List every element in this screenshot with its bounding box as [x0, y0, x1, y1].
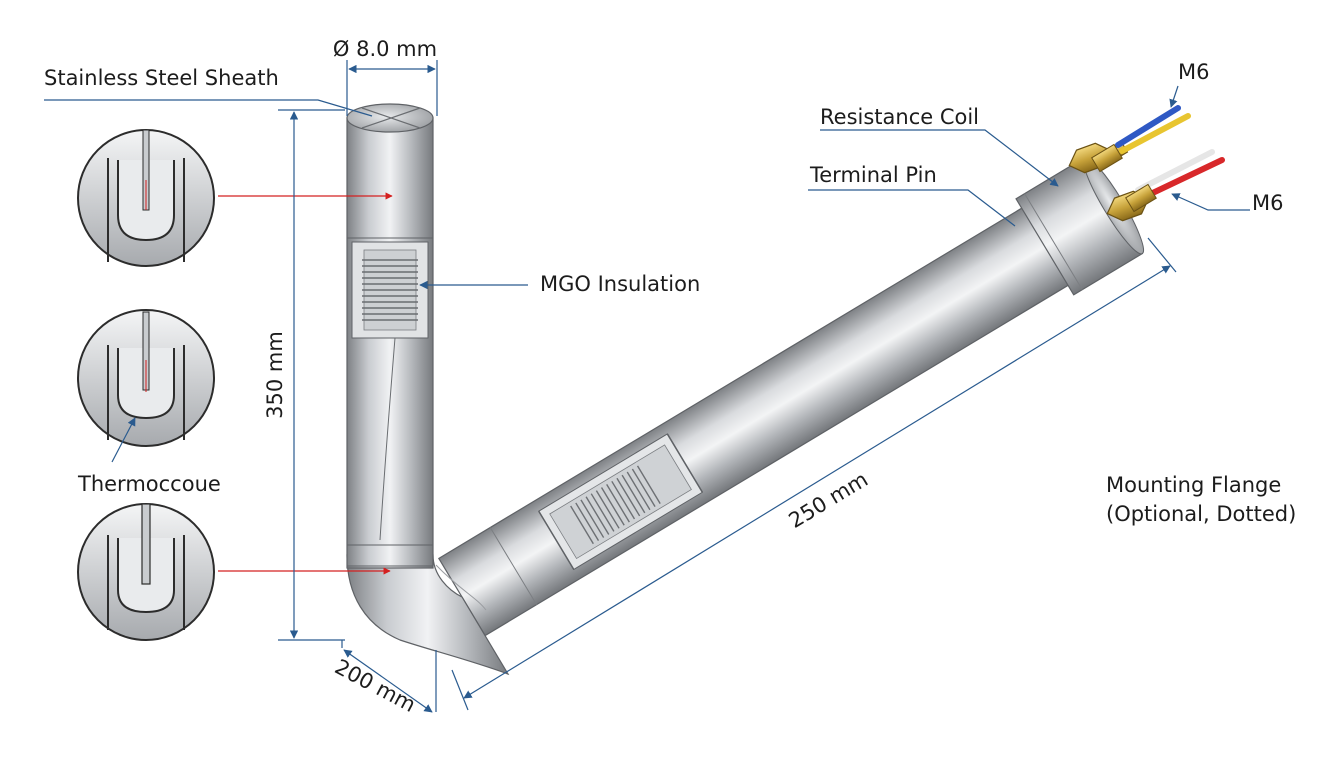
vertical-tube [346, 103, 434, 569]
dim-diagonal-label: 250 mm [785, 467, 873, 533]
labels: Ø 8.0 mm Stainless Steel Sheath MGO Insu… [44, 37, 1296, 717]
dim-vertical-label: 350 mm [263, 331, 287, 419]
lower-fitting [1106, 149, 1225, 222]
resistance-coil-label: Resistance Coil [820, 105, 979, 129]
detail-view-1 [77, 129, 215, 267]
flange-label-line1: Mounting Flange [1106, 473, 1281, 497]
flange-label-line2: (Optional, Dotted) [1106, 502, 1296, 526]
m6-bottom-label: M6 [1252, 191, 1283, 215]
m6-top-label: M6 [1178, 60, 1209, 84]
detail-view-3 [77, 503, 215, 641]
dimension-lines [278, 60, 1177, 713]
upper-fitting [1068, 105, 1191, 174]
sheath-label: Stainless Steel Sheath [44, 66, 279, 90]
diagonal-tube [437, 156, 1145, 637]
mgo-label: MGO Insulation [540, 272, 700, 296]
thermocouple-label: Thermoccoue [77, 472, 221, 496]
terminal-pin-label: Terminal Pin [809, 163, 937, 187]
detail-view-2 [77, 309, 215, 447]
vertical-coil [362, 259, 418, 321]
diameter-label: Ø 8.0 mm [333, 37, 437, 61]
dim-bottom-label: 200 mm [331, 655, 420, 717]
